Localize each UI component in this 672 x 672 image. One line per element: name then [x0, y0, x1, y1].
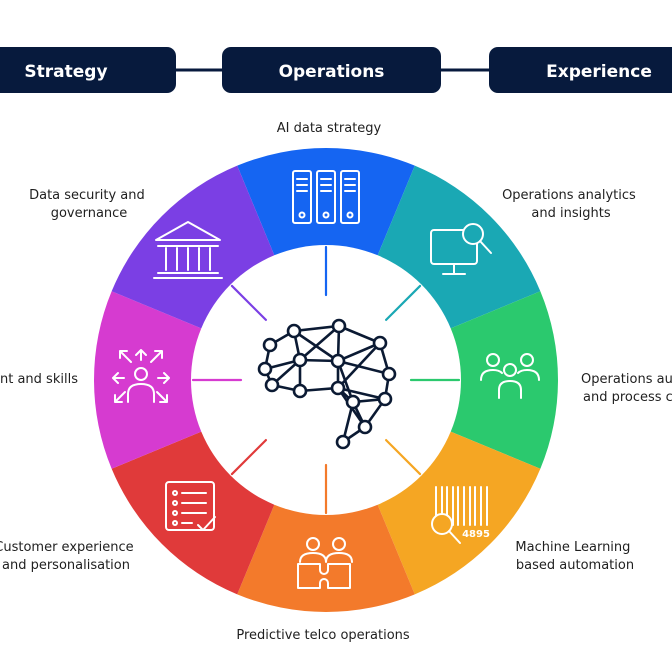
spoke-data-security: [230, 284, 267, 321]
segment-icons: 4895: [112, 170, 540, 589]
wheel-segment-operations-analytics: [376, 165, 541, 330]
wheel-segment-data-security: [111, 165, 276, 330]
people-group-icon: [480, 353, 540, 399]
barcode-number: 4895: [462, 529, 490, 540]
monitor-magnifier-icon: [430, 223, 492, 275]
pillar-experience: Experience: [489, 47, 672, 93]
puzzle-people-icon: [297, 537, 353, 589]
spoke-customer-experience: [230, 439, 267, 476]
label-operations-automation: Operations au and process ca: [581, 372, 672, 405]
pillar-strategy-label: Strategy: [24, 62, 107, 82]
barcode-magnifier-icon: 4895: [431, 486, 490, 544]
brain-network-icon: [257, 318, 397, 450]
wheel-segment-talent-skills: [94, 291, 204, 469]
pillar-experience-label: Experience: [546, 62, 652, 82]
label-operations-analytics: Operations analytics and insights: [502, 188, 640, 221]
wheel-segment-operations-automation: [448, 291, 558, 469]
label-customer-experience: Customer experience and personalisation: [0, 540, 138, 573]
segment-labels: AI data strategy Operations analytics an…: [0, 121, 672, 643]
label-machine-learning: Machine Learning based automation: [515, 540, 634, 573]
header-pillars: Strategy Operations Experience: [0, 47, 672, 93]
label-predictive-telco: Predictive telco operations: [236, 628, 410, 643]
person-arrows-icon: [112, 349, 170, 403]
label-talent-skills: nt and skills: [0, 372, 78, 387]
pillar-operations-label: Operations: [279, 62, 385, 82]
pillar-operations: Operations: [222, 47, 441, 93]
pillar-strategy: Strategy: [0, 47, 176, 93]
wheel-segment-ai-data-strategy: [237, 148, 415, 258]
label-data-security: Data security and governance: [29, 188, 149, 221]
spoke-machine-learning: [385, 439, 422, 476]
institution-icon: [153, 221, 223, 279]
wheel-spokes: [191, 245, 461, 515]
spoke-operations-analytics: [385, 284, 422, 321]
checklist-icon: [165, 481, 216, 531]
label-ai-data-strategy: AI data strategy: [277, 121, 382, 136]
server-rack-icon: [292, 170, 360, 224]
